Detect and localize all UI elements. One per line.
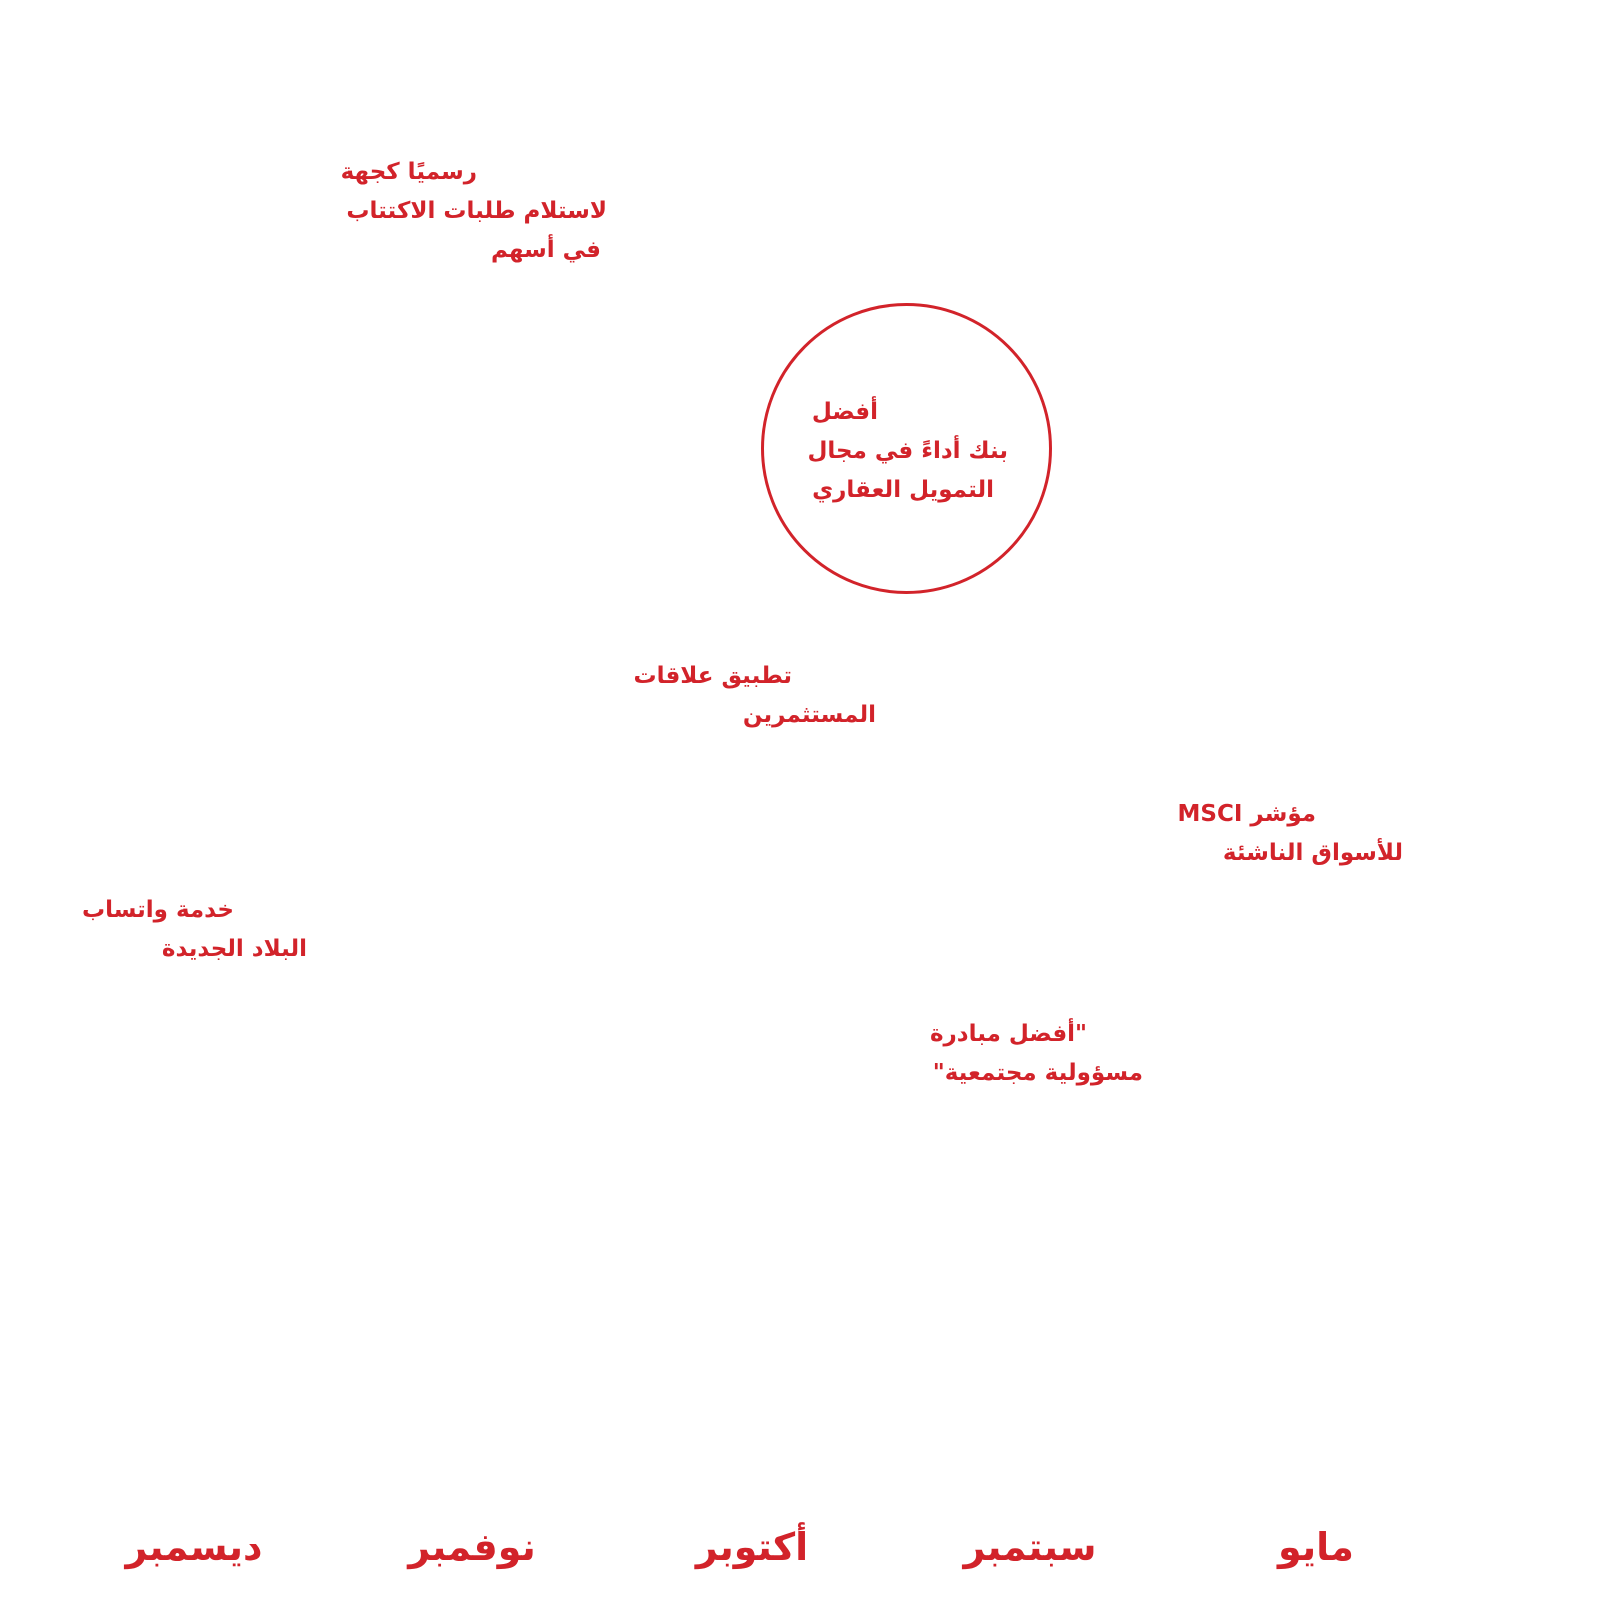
month-label-december: ديسمبر [125, 1525, 263, 1569]
note-line: للأسواق الناشئة [1222, 840, 1403, 866]
note-line: مؤشر MSCI [1177, 801, 1316, 827]
note-whatsapp-service: خدمة واتساب البلاد الجديدة [82, 891, 307, 969]
note-line: تطبيق علاقات [633, 663, 792, 689]
note-msci-index: مؤشر MSCI للأسواق الناشئة [1178, 795, 1403, 873]
note-line: بنك أداءً في مجال [807, 438, 1008, 464]
note-investor-relations-app: تطبيق علاقات المستثمرين [633, 657, 876, 735]
month-label-september: سبتمبر [963, 1525, 1097, 1569]
note-line: "أفضل مبادرة [929, 1021, 1087, 1047]
note-line: المستثمرين [742, 702, 876, 728]
month-label-may: مايو [1278, 1525, 1354, 1569]
note-line: خدمة واتساب [81, 897, 234, 923]
note-csr-initiative: "أفضل مبادرة مسؤولية مجتمعية" [930, 1015, 1143, 1093]
note-line: أفضل [811, 399, 878, 425]
note-line: التمويل العقاري [812, 477, 994, 503]
note-line: في أسهم [490, 237, 601, 263]
highlight-circle [761, 303, 1052, 594]
note-line: لاستلام طلبات الاكتتاب [346, 198, 607, 224]
month-label-november: نوفمبر [408, 1525, 536, 1569]
note-ipo-subscription: رسميًا كجهة لاستلام طلبات الاكتتاب في أس… [341, 153, 607, 270]
note-best-real-estate-bank: أفضل بنك أداءً في مجال التمويل العقاري [807, 393, 1008, 510]
month-label-october: أكتوبر [695, 1525, 809, 1569]
note-line: رسميًا كجهة [340, 159, 477, 185]
note-line: البلاد الجديدة [161, 936, 307, 962]
note-line: مسؤولية مجتمعية" [932, 1060, 1143, 1086]
